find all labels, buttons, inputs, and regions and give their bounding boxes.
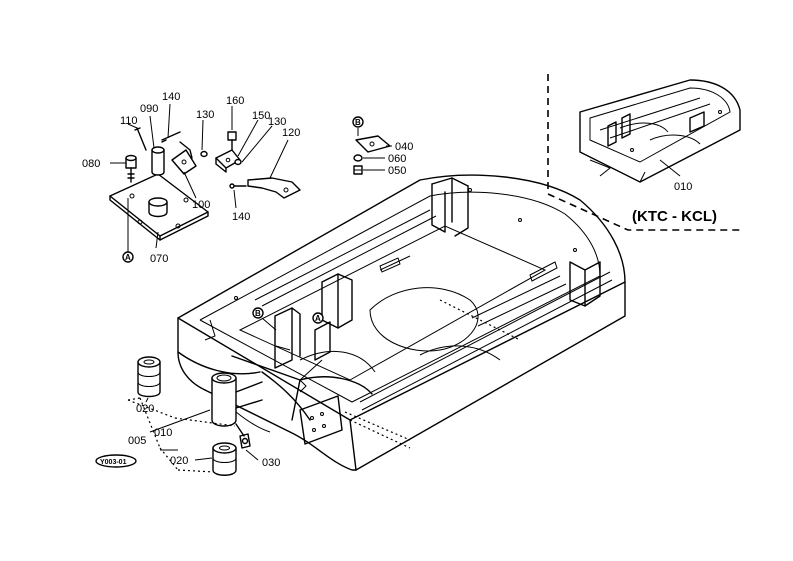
variant-caption: (KTC - KCL) [632,208,717,225]
ref-b-plate: B [355,118,361,127]
label-110: 110 [120,115,138,127]
label-070: 070 [150,253,168,265]
pin-140b [229,183,247,189]
ref-markers: A A B B [122,116,364,324]
label-140-top: 140 [162,91,180,103]
label-080: 080 [82,158,100,170]
label-100: 100 [192,199,210,211]
washer-060 [353,154,363,162]
figure-tag: Y003-01 [95,454,137,468]
pin-090 [151,146,165,176]
plate-040 [355,135,391,153]
ref-a-frame: A [315,314,321,323]
pivot-boss-on-plate [148,197,168,218]
figure-tag-text: Y003-01 [100,459,127,466]
ref-b-frame: B [255,309,261,318]
label-020-lower: 020 [170,455,188,467]
label-005: 005 [128,435,146,447]
label-090: 090 [140,103,158,115]
label-030: 030 [262,457,280,469]
grease-fitting [235,423,251,449]
label-050: 050 [388,165,406,177]
small-pin-110 [134,127,147,151]
ref-a-bracket: A [125,253,131,262]
label-020-upper: 020 [136,403,154,415]
bolt-080 [125,154,137,183]
link-100 [171,141,197,175]
label-060: 060 [388,153,406,165]
inset-frame [547,74,741,231]
washer-130a [200,150,208,158]
label-150: 150 [252,110,270,122]
label-130-b: 130 [268,116,286,128]
label-140-bottom: 140 [232,211,250,223]
label-040: 040 [395,141,413,153]
part-numbers: 080 110 090 140 130 160 150 130 120 100 … [82,91,692,469]
label-160: 160 [226,95,244,107]
leader-lines [110,103,681,461]
bushing-lower [212,442,237,476]
swivel-boss [211,372,271,433]
main-frame [177,174,626,471]
nut-050 [353,165,363,175]
label-010: 010 [154,427,172,439]
pin-140 [161,131,181,143]
bolt-160 [227,131,237,153]
label-130-a: 130 [196,109,214,121]
label-120: 120 [282,127,300,139]
dotted-groupings [127,397,236,473]
lever-120 [247,177,301,199]
washer-130b [234,158,242,166]
bushing-upper [137,356,161,398]
label-010-inset: 010 [674,181,692,193]
